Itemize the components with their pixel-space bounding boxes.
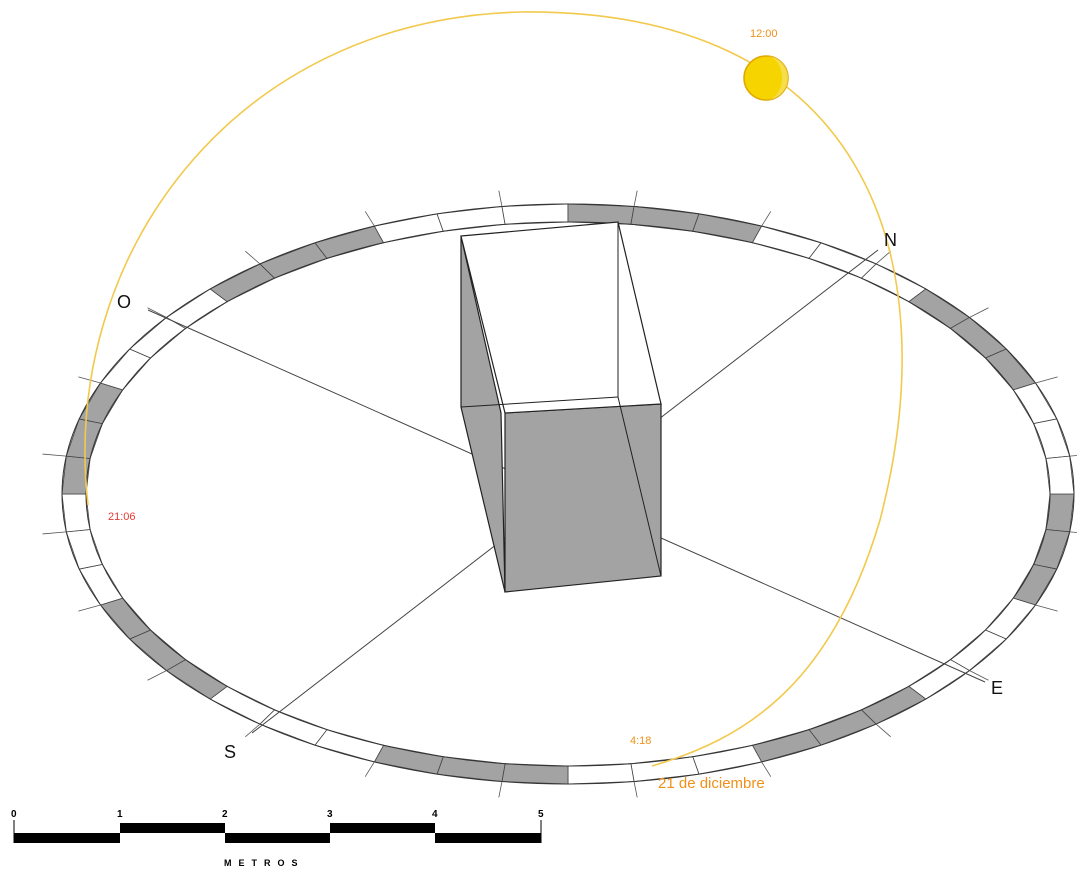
ring-segment <box>949 316 1007 359</box>
sun-icon <box>743 55 789 101</box>
scale-tick-4: 4 <box>432 809 438 820</box>
scale-segment-0 <box>14 833 120 843</box>
label-west: O <box>117 292 131 312</box>
scale-tick-2: 2 <box>222 809 228 820</box>
ring-tick <box>498 781 503 798</box>
ring-segment <box>259 709 328 746</box>
ring-tick <box>78 604 101 612</box>
ring-segment <box>567 763 635 785</box>
horizon-ticks <box>42 190 1077 798</box>
ring-tick <box>1069 455 1077 457</box>
scale-unit-label: METROS <box>224 858 305 868</box>
ring-segment <box>78 563 124 606</box>
ring-tick <box>42 453 67 457</box>
ring-segment <box>314 729 385 763</box>
ring-tick <box>969 670 989 681</box>
sun-path-arc <box>84 11 903 767</box>
ring-tick <box>78 376 101 384</box>
ring-segment <box>1033 418 1071 459</box>
ring-tick <box>761 211 772 227</box>
label-sunrise-time: 4:18 <box>630 735 651 747</box>
ring-tick <box>1035 376 1058 384</box>
building-front-face <box>504 403 662 593</box>
ring-tick <box>245 250 261 265</box>
ring-segment <box>129 629 187 672</box>
ring-outer-edge <box>61 203 1075 785</box>
ring-segment <box>501 203 569 225</box>
ring-tick <box>875 723 891 738</box>
ring-tick <box>1035 604 1058 612</box>
scale-segment-4 <box>435 833 541 843</box>
scale-bar: 0 1 2 3 4 5 METROS <box>11 809 544 868</box>
scale-tick-3: 3 <box>327 809 333 820</box>
ring-tick <box>147 307 167 318</box>
ring-tick <box>364 761 375 777</box>
ring-tick <box>633 190 638 207</box>
ring-segment <box>751 225 822 259</box>
ring-segment <box>808 709 877 746</box>
scale-tick-0: 0 <box>11 809 17 820</box>
ring-tick <box>245 723 261 738</box>
scale-tick-1: 1 <box>117 809 123 820</box>
label-date: 21 de diciembre <box>658 775 765 792</box>
ring-segment <box>808 242 877 279</box>
ring-segment <box>314 225 385 259</box>
ring-segment <box>984 348 1037 391</box>
ring-segment <box>1012 563 1058 606</box>
ring-segment <box>501 763 569 785</box>
building-volume <box>460 221 662 593</box>
ring-segment <box>1012 382 1058 425</box>
building-hidden-edge-3 <box>617 396 662 577</box>
ring-tick <box>42 531 67 535</box>
building-hidden-edge-1 <box>460 396 619 408</box>
scale-tick-5: 5 <box>538 809 544 820</box>
ring-segment <box>1033 529 1071 570</box>
ring-inner-edge <box>85 221 1051 767</box>
label-sunset-time: 21:06 <box>108 511 136 523</box>
ring-tick <box>875 250 891 265</box>
building-top-face <box>460 221 662 414</box>
ring-segment <box>567 203 635 225</box>
horizon-ring <box>61 203 1075 785</box>
ring-tick <box>498 190 503 207</box>
label-north: N <box>884 230 897 250</box>
ring-tick <box>761 761 772 777</box>
label-south: S <box>224 742 236 762</box>
scale-segment-1 <box>120 823 225 833</box>
label-east: E <box>991 678 1003 698</box>
scale-segment-3 <box>330 823 435 833</box>
ring-tick <box>969 307 989 318</box>
ring-segment <box>751 729 822 763</box>
scale-segment-2 <box>225 833 330 843</box>
label-noon-time: 12:00 <box>750 28 778 40</box>
ring-tick <box>633 781 638 798</box>
ring-segment <box>65 529 103 570</box>
ring-tick <box>364 211 375 227</box>
ring-segment <box>259 242 328 279</box>
ring-tick <box>147 670 167 681</box>
ring-tick <box>1069 531 1077 533</box>
ring-segment <box>99 597 152 640</box>
